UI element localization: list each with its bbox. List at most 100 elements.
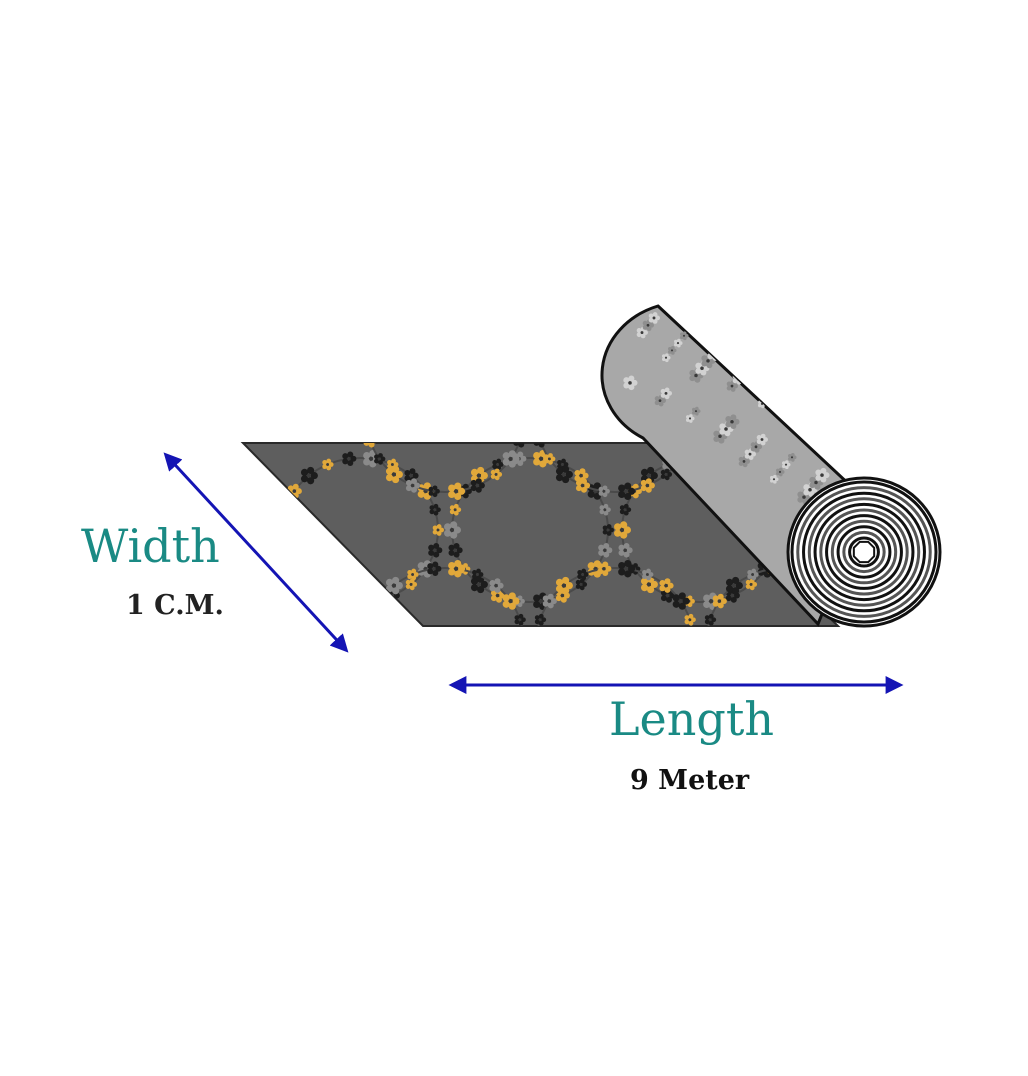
flower-motif [448,482,466,501]
flower-motif [534,653,548,668]
flower-motif [660,468,673,481]
flower-motif [513,653,527,668]
flower-motif [374,453,386,465]
flower-motif [577,349,588,361]
flower-motif [406,698,420,713]
flower-motif [853,653,867,668]
flower-motif [668,346,677,355]
flower-motif [502,592,520,610]
flower-motif [770,474,779,484]
flower-motif [489,578,504,593]
flower-motif [374,673,385,685]
flower-motif [444,521,461,539]
flower-motif [472,349,483,361]
flower-motif [386,686,403,703]
flower-motif [688,634,699,646]
flower-motif [725,414,740,429]
flower-motif [738,455,750,468]
flower-motif [427,341,441,356]
flower-motif [686,414,695,423]
flower-motif [745,578,758,591]
flower-motif [502,450,520,468]
flower-motif [623,375,638,391]
flower-motif [529,411,546,428]
flower-motif [699,631,716,648]
flower-motif [518,634,529,646]
flower-motif [448,559,466,578]
flower-motif [684,613,696,626]
flower-motif [756,433,768,446]
flower-motif [470,478,485,493]
flower-motif [811,698,825,713]
flower-motif [320,588,336,603]
flower-motif [648,312,660,324]
flower-motif [503,372,520,389]
width-label: Width [81,519,220,573]
length-label: Length [609,692,774,746]
flower-motif [555,576,573,595]
flower-motif [514,613,526,626]
flower-motif [576,698,590,713]
flower-motif [704,613,717,626]
flower-motif [725,576,743,595]
flower-motif [385,465,403,484]
flower-motif [289,563,301,575]
flower-motif [363,592,381,611]
width-arrow-icon [163,452,349,653]
flower-motif [518,414,529,426]
flower-motif [448,543,463,558]
flower-motif [556,686,573,703]
flower-motif [764,392,773,401]
flower-motif [788,452,797,462]
flower-motif [448,703,465,720]
flower-motif [575,578,588,591]
flower-motif [405,478,421,493]
flower-motif [556,357,573,374]
flower-motif [385,576,403,595]
flower-motif [659,578,674,593]
flower-motif [672,592,690,610]
flower-motif [274,521,291,539]
flower-motif [599,503,611,516]
flower-motif [831,689,842,701]
flower-motif [598,543,613,558]
flower-motif [515,394,526,406]
rolled-sheet-icon [786,476,942,628]
flower-motif [618,543,633,558]
flower-motif [300,575,318,594]
flower-motif [407,349,418,361]
flower-motif [543,374,557,389]
flower-motif [365,394,376,406]
length-value: 9 Meter [630,765,750,796]
flower-motif [428,485,440,498]
flower-motif [448,340,465,357]
flower-motif [471,698,485,713]
flower-motif [747,568,759,581]
flower-motif [278,543,293,558]
flower-motif [602,524,614,536]
flower-motif [619,503,632,516]
width-value: 1 C.M. [126,590,224,621]
flower-motif [534,613,547,626]
flower-motif [432,524,444,536]
flower-motif [712,593,727,609]
flower-motif [359,411,376,428]
flower-motif [674,338,683,348]
flower-motif [662,353,671,363]
flower-motif [597,561,612,577]
flower-motif [636,326,648,339]
flower-motif [680,331,689,341]
flower-motif [714,673,725,685]
flower-motif [791,407,806,422]
flower-motif [407,568,419,581]
flower-motif [575,478,591,493]
flower-motif [533,443,548,448]
flower-motif [577,568,589,581]
flower-motif [359,631,376,648]
flower-motif [622,306,629,308]
flower-motif [449,503,462,516]
flower-motif [544,453,556,465]
flower-motif [598,485,610,498]
flower-motif [618,482,636,501]
flower-motif [776,467,785,477]
